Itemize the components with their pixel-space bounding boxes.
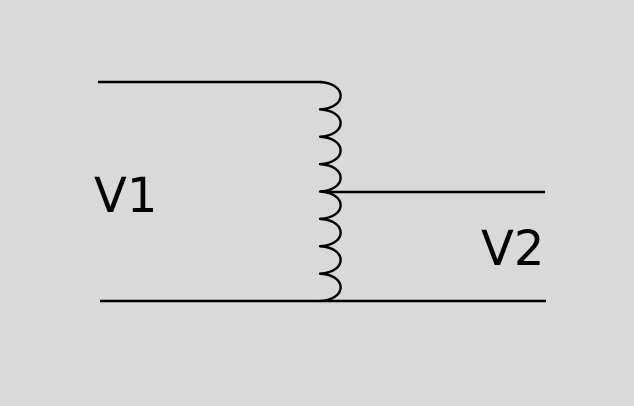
input-voltage-label: V1 — [94, 168, 157, 224]
output-voltage-label: V2 — [481, 221, 544, 277]
autotransformer-coil — [318, 80, 342, 303]
